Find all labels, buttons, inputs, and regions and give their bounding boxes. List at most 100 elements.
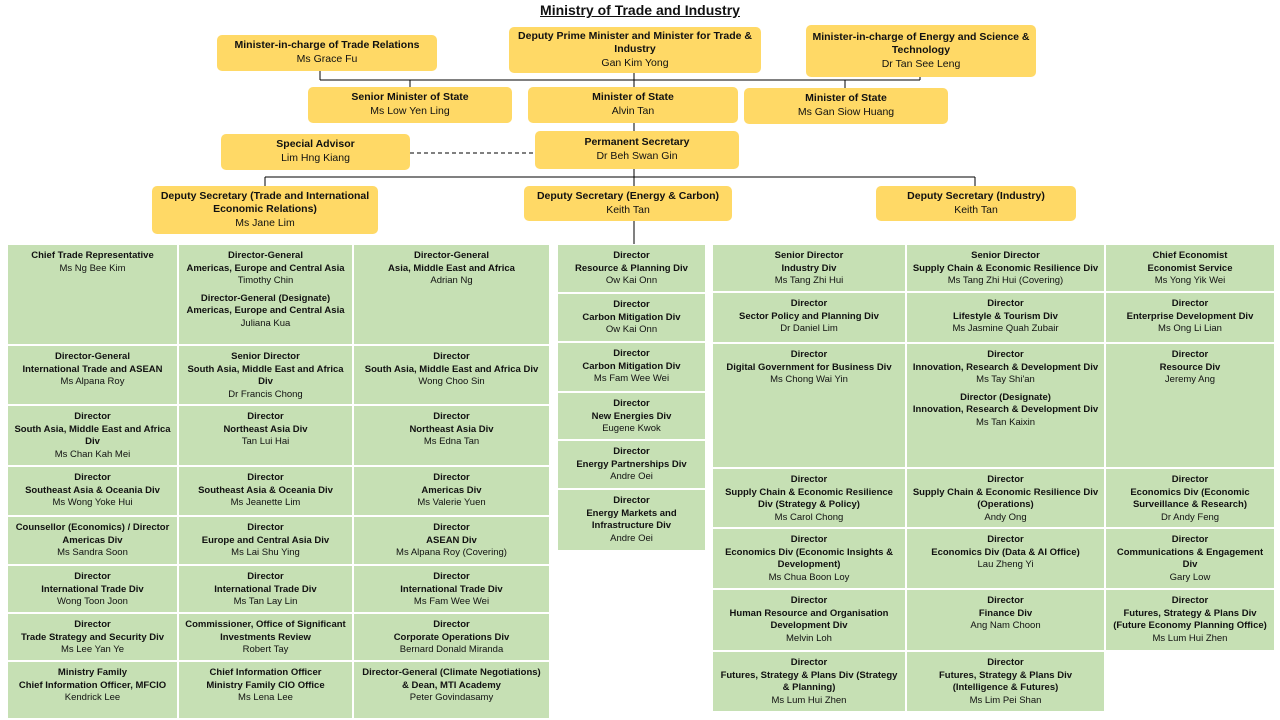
division-person-name: Andre Oei	[610, 471, 653, 483]
division-title: Director Energy Partnerships Div	[576, 446, 687, 470]
division-person-name: Andy Ong	[984, 511, 1027, 523]
division-cell: Director-General International Trade and…	[8, 346, 177, 404]
division-title: Director Southeast Asia & Oceania Div	[25, 472, 160, 496]
division-title: Director Futures, Strategy & Plans Div (…	[720, 657, 898, 694]
division-person-name: Dr Andy Feng	[1160, 511, 1220, 523]
minister-of-state-2-box: Minister of State Ms Gan Siow Huang	[744, 88, 948, 124]
division-person-name: Ms Ong Li Lian	[1158, 323, 1222, 335]
division-cell: Commissioner, Office of Significant Inve…	[179, 614, 352, 660]
division-person-name: Jeremy Ang	[1164, 374, 1216, 386]
division-title: Director-General (Designate) Americas, E…	[186, 292, 345, 317]
division-person-name: Eugene Kwok	[602, 423, 661, 435]
minister-of-state-name: Alvin Tan	[611, 105, 655, 117]
division-title: Senior Director Supply Chain & Economic …	[912, 250, 1099, 274]
division-cell: Director South Asia, Middle East and Afr…	[354, 346, 549, 404]
division-person-name: Ms Jasmine Quah Zubair	[952, 323, 1059, 335]
minister-energy-name: Dr Tan See Leng	[881, 57, 961, 70]
division-person-name: Ms Tang Zhi Hui	[774, 275, 844, 287]
division-title: Director Northeast Asia Div	[223, 411, 308, 435]
division-cell: Director Innovation, Research & Developm…	[907, 344, 1104, 467]
division-title: Director Finance Div	[978, 595, 1033, 619]
division-person-name: Bernard Donald Miranda	[399, 644, 504, 656]
division-cell: Senior Director Supply Chain & Economic …	[907, 245, 1104, 291]
division-person-name: Melvin Loh	[786, 632, 832, 644]
division-title: Commissioner, Office of Significant Inve…	[185, 619, 346, 643]
division-person-name: Ms Tan Lay Lin	[233, 596, 298, 608]
division-person-name: Ms Lum Hui Zhen	[1152, 632, 1228, 644]
minister-energy-box: Minister-in-charge of Energy and Science…	[806, 25, 1036, 77]
division-title: Director Carbon Mitigation Div	[582, 348, 681, 372]
deputy-secretary-trade-box: Deputy Secretary (Trade and Internationa…	[152, 186, 378, 234]
division-cell: Director Human Resource and Organisation…	[713, 590, 905, 650]
division-person-name: Ms Tay Shi'an	[976, 374, 1035, 386]
division-cell: Chief Information Officer Ministry Famil…	[179, 662, 352, 718]
division-person-name: Timothy Chin	[237, 275, 294, 287]
deputy-prime-minister-name: Gan Kim Yong	[601, 56, 669, 69]
deputy-secretary-energy-box: Deputy Secretary (Energy & Carbon) Keith…	[524, 186, 732, 221]
division-person-name: Ms Lee Yan Ye	[60, 644, 125, 656]
division-person-name: Adrian Ng	[430, 275, 473, 287]
division-person-name: Ms Alpana Roy	[60, 376, 125, 388]
division-person-name: Andre Oei	[610, 532, 653, 544]
division-person-name: Tan Lui Hai	[241, 436, 290, 448]
division-title: Director New Energies Div	[591, 398, 672, 422]
chart-title: Ministry of Trade and Industry	[540, 2, 740, 18]
division-cell: Director-General (Climate Negotiations) …	[354, 662, 549, 718]
division-title: Director Resource Div	[1159, 349, 1221, 373]
deputy-secretary-industry-title: Deputy Secretary (Industry)	[907, 189, 1045, 202]
division-title: Director Southeast Asia & Oceania Div	[198, 472, 333, 496]
deputy-secretary-industry-name: Keith Tan	[954, 203, 998, 216]
division-person-name: Gary Low	[1169, 571, 1211, 583]
permanent-secretary-name: Dr Beh Swan Gin	[596, 150, 678, 162]
division-person-name: Ms Alpana Roy (Covering)	[396, 547, 507, 559]
division-title: Director Europe and Central Asia Div	[201, 522, 330, 546]
division-title: Director South Asia, Middle East and Afr…	[364, 351, 539, 375]
division-cell: Director Futures, Strategy & Plans Div (…	[713, 652, 905, 711]
division-title: Chief Trade Representative	[31, 250, 154, 261]
division-cell: Director Futures, Strategy & Plans Div (…	[907, 652, 1104, 711]
division-person-name: Ms Lena Lee	[238, 692, 293, 704]
division-person-name: Ms Chong Wai Yin	[770, 374, 848, 386]
division-cell: Director Energy Markets and Infrastructu…	[558, 490, 705, 550]
division-title: Director Futures, Strategy & Plans Div (…	[938, 657, 1073, 694]
division-title: Director Corporate Operations Div	[393, 619, 510, 643]
minister-of-state-title: Minister of State	[592, 91, 674, 104]
division-title: Director International Trade Div	[41, 571, 144, 595]
division-title: Ministry Family Chief Information Office…	[18, 667, 167, 691]
division-title: Director Northeast Asia Div	[409, 411, 494, 435]
division-person-name: Ms Valerie Yuen	[417, 497, 486, 509]
division-person-name: Ms Chua Boon Loy	[768, 571, 850, 583]
division-title: Director Carbon Mitigation Div	[582, 299, 681, 323]
division-title: Director Resource & Planning Div	[575, 250, 688, 274]
division-person-name: Ms Chan Kah Mei	[54, 448, 131, 460]
special-advisor-box: Special Advisor Lim Hng Kiang	[221, 134, 410, 170]
division-cell: Director Digital Government for Business…	[713, 344, 905, 467]
division-title: Director Trade Strategy and Security Div	[20, 619, 165, 643]
division-title: Director International Trade Div	[400, 571, 503, 595]
deputy-secretary-industry-box: Deputy Secretary (Industry) Keith Tan	[876, 186, 1076, 221]
division-title: Director Lifestyle & Tourism Div	[953, 298, 1058, 322]
division-title: Director Digital Government for Business…	[726, 349, 892, 373]
division-title: Counsellor (Economics) / Director Americ…	[15, 522, 170, 546]
deputy-secretary-energy-title: Deputy Secretary (Energy & Carbon)	[536, 189, 720, 202]
division-person-name: Ms Lim Pei Shan	[969, 694, 1042, 706]
division-title: Director Energy Markets and Infrastructu…	[586, 495, 677, 532]
deputy-secretary-energy-name: Keith Tan	[606, 203, 650, 216]
division-cell: Director South Asia, Middle East and Afr…	[8, 406, 177, 465]
division-person-name: Ms Sandra Soon	[57, 547, 128, 559]
deputy-secretary-trade-name: Ms Jane Lim	[235, 216, 295, 229]
deputy-secretary-trade-title: Deputy Secretary (Trade and Internationa…	[160, 189, 370, 216]
permanent-secretary-title: Permanent Secretary	[584, 136, 690, 149]
division-cell: Director Supply Chain & Economic Resilie…	[907, 469, 1104, 527]
division-person-name: Ms Tan Kaixin	[976, 416, 1035, 428]
